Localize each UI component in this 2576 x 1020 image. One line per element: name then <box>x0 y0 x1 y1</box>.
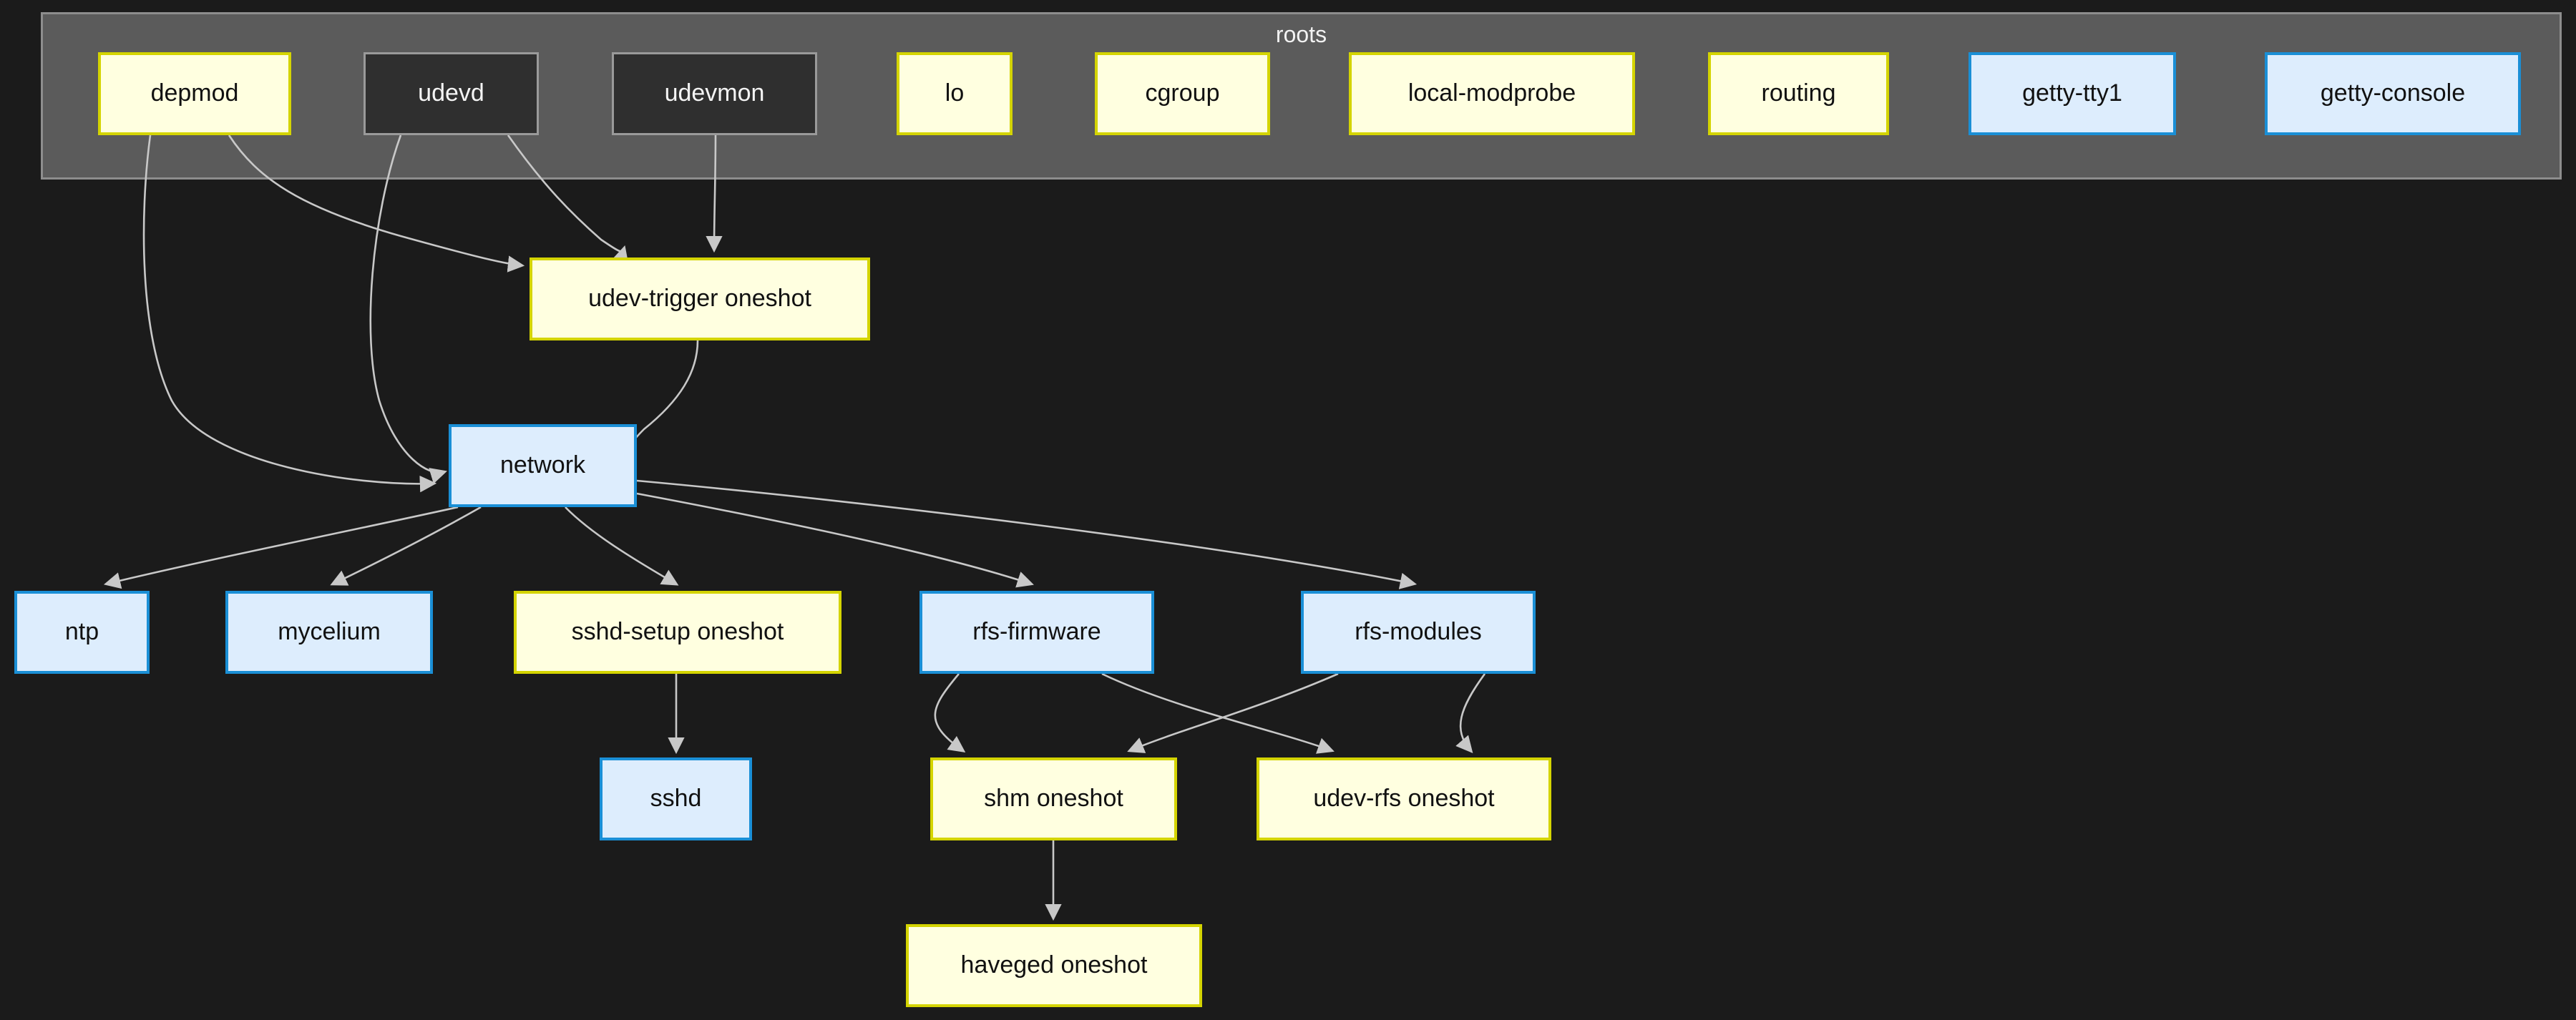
node-udev-rfs[interactable]: udev-rfs oneshot <box>1257 757 1551 840</box>
node-shm[interactable]: shm oneshot <box>930 757 1177 840</box>
node-label-ntp: ntp <box>64 618 99 646</box>
node-label-shm: shm oneshot <box>984 785 1123 813</box>
node-rfs-firmware[interactable]: rfs-firmware <box>919 591 1154 674</box>
node-ntp[interactable]: ntp <box>14 591 150 674</box>
node-label-getty-console: getty-console <box>2320 79 2466 107</box>
edge-network-to-sshd-setup <box>565 506 679 586</box>
edge-network-to-rfs-firmware <box>636 492 1034 588</box>
node-haveged[interactable]: haveged oneshot <box>906 924 1202 1007</box>
node-mycelium[interactable]: mycelium <box>225 591 433 674</box>
node-udevmon[interactable]: udevmon <box>612 52 817 135</box>
node-sshd-setup[interactable]: sshd-setup oneshot <box>514 591 841 674</box>
node-routing[interactable]: routing <box>1708 52 1889 135</box>
edge-rfs-firmware-to-udev-rfs <box>1101 672 1335 754</box>
node-label-local-modprobe: local-modprobe <box>1407 79 1576 107</box>
cluster-roots-label: roots <box>1275 21 1327 47</box>
node-label-udevd: udevd <box>418 79 484 107</box>
edge-rfs-modules-to-udev-rfs <box>1455 673 1486 753</box>
edge-udevd-to-network <box>369 134 447 484</box>
edge-network-to-mycelium <box>330 506 482 586</box>
edge-network-to-ntp <box>103 506 459 589</box>
node-label-mycelium: mycelium <box>278 618 381 646</box>
node-udev-trigger[interactable]: udev-trigger oneshot <box>530 258 870 340</box>
node-cgroup[interactable]: cgroup <box>1095 52 1270 135</box>
node-label-network: network <box>499 451 586 479</box>
node-label-sshd: sshd <box>650 785 702 813</box>
node-label-udev-rfs: udev-rfs oneshot <box>1313 785 1495 813</box>
node-udevd[interactable]: udevd <box>364 52 539 135</box>
node-sshd[interactable]: sshd <box>600 757 752 840</box>
node-rfs-modules[interactable]: rfs-modules <box>1301 591 1536 674</box>
edge-network-to-rfs-modules <box>636 479 1418 589</box>
edge-rfs-firmware-to-shm <box>934 673 966 753</box>
node-label-rfs-modules: rfs-modules <box>1355 618 1482 646</box>
node-lo[interactable]: lo <box>897 52 1013 135</box>
node-label-getty-tty1: getty-tty1 <box>2022 79 2122 107</box>
node-label-depmod: depmod <box>150 79 239 107</box>
node-local-modprobe[interactable]: local-modprobe <box>1349 52 1635 135</box>
node-label-lo: lo <box>945 79 965 107</box>
node-getty-tty1[interactable]: getty-tty1 <box>1968 52 2176 135</box>
node-label-cgroup: cgroup <box>1145 79 1220 107</box>
node-label-routing: routing <box>1761 79 1836 107</box>
node-network[interactable]: network <box>449 424 637 507</box>
edge-rfs-modules-to-shm <box>1127 672 1339 753</box>
node-label-rfs-firmware: rfs-firmware <box>972 618 1101 646</box>
edge-depmod-to-network <box>142 134 437 493</box>
node-label-udev-trigger: udev-trigger oneshot <box>588 285 811 313</box>
node-label-haveged: haveged oneshot <box>960 951 1148 979</box>
node-label-sshd-setup: sshd-setup oneshot <box>571 618 784 646</box>
node-getty-console[interactable]: getty-console <box>2265 52 2521 135</box>
node-label-udevmon: udevmon <box>664 79 765 107</box>
node-depmod[interactable]: depmod <box>98 52 291 135</box>
